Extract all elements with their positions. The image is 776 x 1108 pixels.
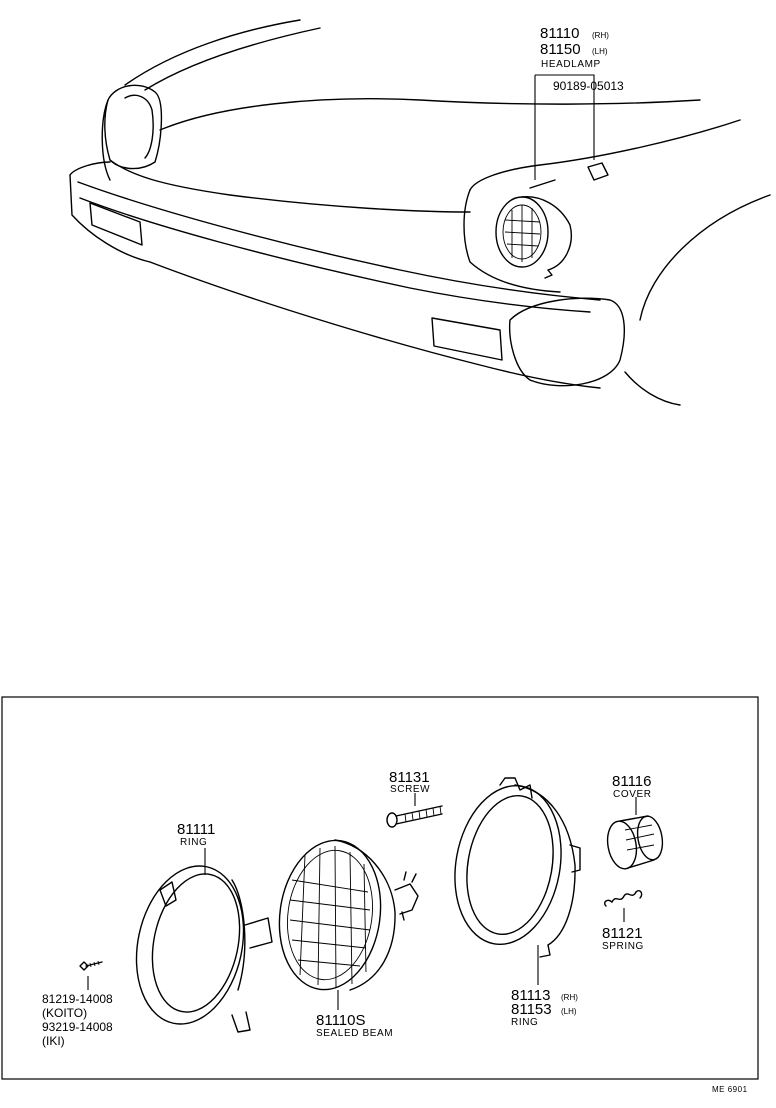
bolt-number-iki: 93219-14008	[42, 1020, 113, 1034]
sealed-beam-number: 81110S	[316, 1012, 366, 1029]
mount-ring-lh-number: 81153	[511, 1001, 552, 1018]
exploded-view	[79, 777, 664, 1033]
headlamp-lh-number: 81150	[540, 41, 581, 58]
cover-name: COVER	[613, 789, 652, 800]
cover-icon	[606, 815, 664, 870]
headlamp-rh-side: (RH)	[592, 31, 609, 40]
cover-number: 81116	[612, 773, 652, 790]
mount-ring-name: RING	[511, 1017, 538, 1028]
mount-ring-rh-number: 81113	[511, 987, 551, 1004]
ring-name: RING	[180, 837, 207, 848]
bolt-maker-koito: (KOITO)	[42, 1006, 87, 1020]
sealed-beam-name: SEALED BEAM	[316, 1028, 393, 1039]
screw-name: SCREW	[390, 784, 430, 795]
headlamp-label-group: 81110 (RH) 81150 (LH) HEADLAMP 90189-050…	[540, 25, 624, 93]
exploded-labels: 81131 SCREW 81116 COVER 81111 RING 81121…	[42, 769, 748, 1094]
figure-code: ME 6901	[712, 1085, 748, 1094]
headlamp-lh-side: (LH)	[592, 47, 608, 56]
bolt-maker-iki: (IKI)	[42, 1034, 65, 1048]
spring-icon	[603, 889, 643, 907]
retaining-ring-icon	[135, 865, 273, 1033]
headlamp-rh-number: 81110	[540, 25, 580, 42]
mount-ring-lh-side: (LH)	[561, 1007, 577, 1016]
car-front-illustration	[69, 19, 771, 406]
mount-ring-rh-side: (RH)	[561, 993, 578, 1002]
bolt-number-koito: 81219-14008	[42, 992, 113, 1006]
spring-number: 81121	[602, 925, 643, 942]
spring-name: SPRING	[602, 941, 644, 952]
bolt-icon	[79, 960, 103, 971]
ring-number: 81111	[177, 821, 215, 838]
exploded-view-frame	[1, 696, 759, 1080]
mounting-ring-icon	[454, 777, 581, 958]
sealed-beam-icon	[278, 839, 419, 991]
clip-part-number: 90189-05013	[553, 79, 624, 93]
headlamp-name: HEADLAMP	[541, 59, 601, 70]
screw-number: 81131	[389, 769, 430, 786]
screw-icon	[386, 805, 443, 828]
